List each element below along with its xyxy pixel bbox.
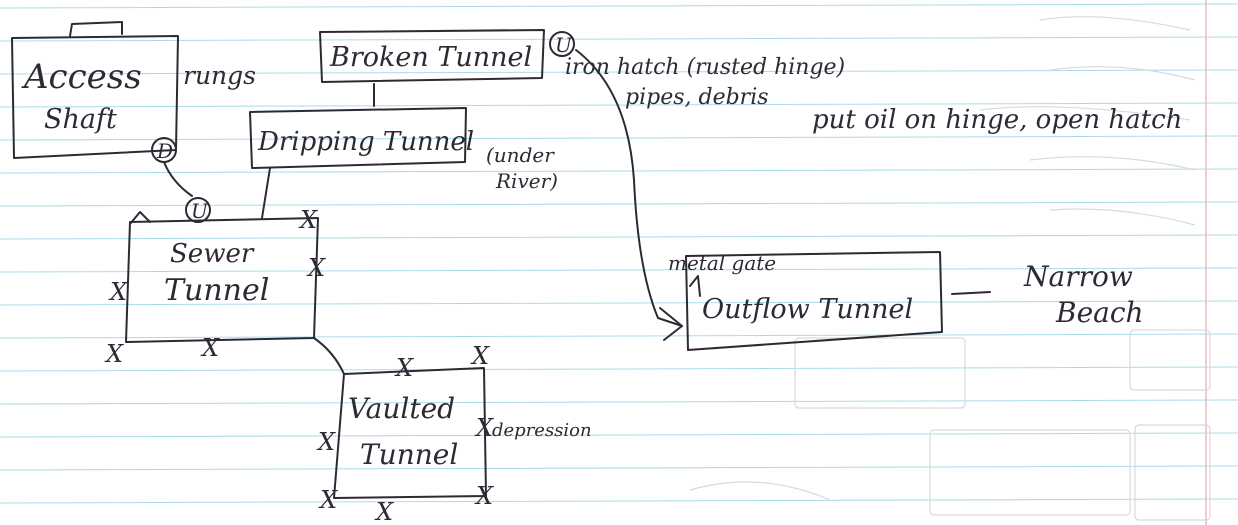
broken-tunnel-note-line1: iron hatch (rusted hinge) [565, 55, 845, 80]
rule-line [0, 201, 1238, 207]
ink-drawing: Access Shaft rungs D Broken Tunnel U iro… [11, 21, 1182, 525]
connector-access-to-sewer [163, 161, 193, 197]
rule-line [0, 3, 1238, 9]
sewer-tunnel-corner-arrow [129, 211, 151, 225]
room-dripping-tunnel: Dripping Tunnel (under River) [249, 107, 558, 193]
rule-line [0, 168, 1238, 174]
dripping-tunnel-note-line2: River) [495, 169, 558, 193]
connector-sewer-to-vaulted [313, 337, 345, 375]
rule-line [0, 498, 1238, 504]
exit-marker: X [108, 278, 128, 306]
exit-marker: X [200, 334, 220, 362]
room-vaulted-tunnel: Vaulted Tunnel depression [333, 367, 592, 499]
narrow-beach-label-line1: Narrow [1023, 260, 1133, 293]
exit-marker: X [374, 498, 394, 525]
paper-rule-lines [0, 3, 1238, 504]
exit-marker: X [316, 428, 336, 456]
rule-line [0, 366, 1238, 372]
up-marker-broken-circle [549, 31, 575, 57]
ghost-writing [689, 16, 1211, 521]
access-shaft-label-line2: Shaft [44, 104, 117, 135]
room-sewer-tunnel: U Sewer Tunnel [125, 197, 319, 343]
rule-line [0, 300, 1238, 306]
rule-line [0, 399, 1238, 405]
dripping-tunnel-note-line1: (under [486, 143, 555, 167]
up-marker-broken-label: U [555, 33, 573, 57]
connector-outflow-to-beach [951, 291, 991, 295]
rule-line [0, 135, 1238, 141]
rule-line [0, 267, 1238, 273]
vaulted-tunnel-label-line2: Tunnel [360, 438, 458, 471]
exit-markers: X X X X X X X X X X X X [104, 206, 494, 525]
rule-line [0, 69, 1238, 75]
room-outflow-tunnel: metal gate Outflow Tunnel [668, 251, 943, 351]
access-shaft-note: rungs [183, 61, 256, 90]
room-broken-tunnel: Broken Tunnel U iron hatch (rusted hinge… [319, 29, 1182, 135]
up-marker-sewer-label: U [191, 199, 209, 223]
rule-line [0, 432, 1238, 438]
outflow-gate-mark [689, 275, 701, 297]
exit-marker: X [470, 342, 490, 370]
up-marker-sewer-circle [185, 197, 211, 223]
dripping-tunnel-label: Dripping Tunnel [257, 127, 474, 157]
rule-line [0, 102, 1238, 108]
rule-line [0, 36, 1238, 42]
exit-marker: X [394, 354, 414, 382]
broken-tunnel-note-line2: pipes, debris [625, 85, 769, 110]
exit-marker: X [474, 414, 494, 442]
connector-arrowhead [659, 307, 683, 341]
exit-marker: X [474, 482, 494, 510]
exit-marker: X [318, 486, 338, 514]
vaulted-tunnel-note: depression [492, 420, 592, 441]
broken-tunnel-label: Broken Tunnel [329, 42, 532, 73]
dripping-tunnel-box [249, 107, 467, 169]
rule-line [0, 333, 1238, 339]
outflow-tunnel-box [685, 251, 943, 351]
exit-marker: X [306, 254, 326, 282]
exit-marker: X [298, 206, 318, 234]
sewer-tunnel-label-line2: Tunnel [164, 273, 269, 308]
connector-dripping-to-sewer [261, 167, 271, 219]
outflow-tunnel-label: Outflow Tunnel [702, 294, 913, 325]
down-marker-label: D [156, 139, 173, 163]
outflow-gate-note: metal gate [668, 251, 776, 275]
access-shaft-top-tab [69, 21, 123, 37]
rule-line [0, 234, 1238, 240]
solution-note: put oil on hinge, open hatch [812, 105, 1182, 135]
vaulted-tunnel-label-line1: Vaulted [348, 392, 455, 425]
access-shaft-label-line1: Access [21, 57, 142, 97]
exit-marker: X [104, 340, 124, 368]
connector-broken-to-outflow [575, 49, 683, 327]
vaulted-tunnel-box [333, 367, 487, 499]
narrow-beach-label-line2: Beach [1055, 296, 1144, 329]
rule-line [0, 465, 1238, 471]
broken-tunnel-box [319, 29, 545, 83]
room-access-shaft: Access Shaft rungs D [11, 21, 256, 163]
sewer-tunnel-label-line1: Sewer [170, 239, 255, 269]
